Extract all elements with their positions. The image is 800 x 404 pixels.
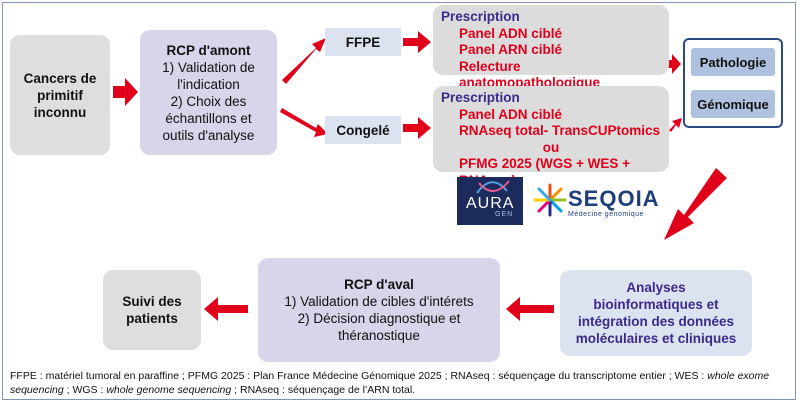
suivi-box: Suivi des patients (103, 270, 201, 350)
cancers-line-3: inconnu (33, 104, 87, 120)
arrow-congele-to-prescription (403, 117, 431, 139)
arrow-rcp-aval-to-suivi (204, 297, 248, 321)
congele-box: Congelé (325, 116, 401, 144)
rcp-aval-line-1: 1) Validation de cibles d'intérets (284, 294, 474, 309)
footnote: FFPE : matériel tumoral en paraffine ; P… (10, 369, 790, 397)
prescription-congele-item: Panel ADN ciblé (459, 106, 563, 122)
rcp-aval-line-2: 2) Décision diagnostique et (297, 311, 461, 326)
arrow-presc-to-pathologie (668, 54, 681, 74)
auragen-logo: AURA GEN (457, 177, 523, 225)
cancers-line-1: Cancers de (23, 70, 97, 86)
pathologie-box: Pathologie (691, 48, 775, 76)
genomique-box: Génomique (691, 90, 775, 118)
dna-helix-icon (476, 180, 510, 194)
seqoia-logo-subtitle: Médecine génomique (568, 211, 644, 218)
cancers-box: Cancers de primitif inconnu (10, 35, 110, 155)
prescription-ffpe-box: Prescription Panel ADN ciblé Panel ARN c… (433, 5, 669, 90)
auragen-logo-text: AURA (466, 195, 515, 212)
footnote-part-1: FFPE : matériel tumoral en paraffine ; P… (10, 370, 708, 382)
footnote-part-3: ; RNAseq : séquençage de l’ARN total. (231, 384, 416, 396)
cancers-line-2: primitif (37, 87, 83, 103)
genomique-label: Génomique (697, 96, 769, 112)
analyses-line-4: moléculaires et cliniques (575, 331, 737, 346)
prescription-congele-item: RNAseq total- TransCUPtomics (459, 123, 661, 138)
footnote-italic-2: whole genome sequencing (106, 384, 232, 396)
prescription-ffpe-item: Panel ADN ciblé (459, 25, 563, 41)
seqoia-logo-text: SEQOIA (568, 186, 660, 211)
arrow-ffpe-to-prescription (403, 31, 431, 53)
suivi-line-2: patients (126, 311, 178, 326)
rcp-amont-line-4: échantillons et (165, 110, 252, 126)
arrow-presc-to-genomique (669, 118, 682, 132)
footnote-part-2: ; WGS : (63, 384, 107, 396)
arrow-rcp-to-congele (280, 108, 328, 137)
rcp-amont-line-5: outils d'analyse (162, 127, 255, 143)
arrow-analyses-to-rcp-aval (506, 297, 554, 321)
prescription-congele-box: Prescription Panel ADN ciblé RNAseq tota… (433, 86, 669, 188)
rcp-amont-line-3: 2) Choix des (170, 93, 247, 109)
rcp-aval-line-3: théranostique (338, 328, 420, 343)
arrow-cancers-to-rcp (113, 78, 138, 106)
rcp-aval-box: RCP d'aval 1) Validation de cibles d'int… (258, 258, 500, 362)
auragen-logo-gen: GEN (495, 211, 514, 218)
ffpe-box: FFPE (325, 28, 401, 56)
rcp-amont-box: RCP d'amont 1) Validation de l'indicatio… (140, 30, 277, 155)
rcp-amont-title: RCP d'amont (166, 42, 251, 58)
arrow-rcp-to-ffpe (282, 38, 326, 84)
figure-frame (2, 2, 796, 400)
analyses-box: Analyses bioinformatiques et intégration… (560, 270, 752, 356)
rcp-amont-line-2: l'indication (177, 76, 240, 92)
footnote-italic-1: whole exome sequencing (10, 370, 770, 396)
analyses-line-1: Analyses (626, 280, 686, 295)
pathologie-genomique-group: Pathologie Génomique (683, 38, 783, 128)
congele-label: Congelé (336, 122, 390, 138)
prescription-ffpe-item: Panel ARN ciblé (459, 42, 563, 57)
analyses-line-2: bioinformatiques et (593, 297, 719, 312)
suivi-line-1: Suivi des (122, 294, 182, 309)
analyses-line-3: intégration des données (577, 314, 735, 329)
rcp-aval-title: RCP d'aval (344, 277, 414, 292)
rcp-amont-line-1: 1) Validation de (162, 59, 255, 75)
ffpe-label: FFPE (345, 34, 381, 50)
prescription-congele-or: ou (542, 139, 560, 155)
pathologie-label: Pathologie (699, 54, 767, 70)
prescription-ffpe-title: Prescription (441, 9, 520, 24)
arrow-to-analyses (664, 168, 727, 240)
prescription-congele-title: Prescription (441, 90, 520, 105)
seqoia-burst-icon (533, 183, 567, 217)
